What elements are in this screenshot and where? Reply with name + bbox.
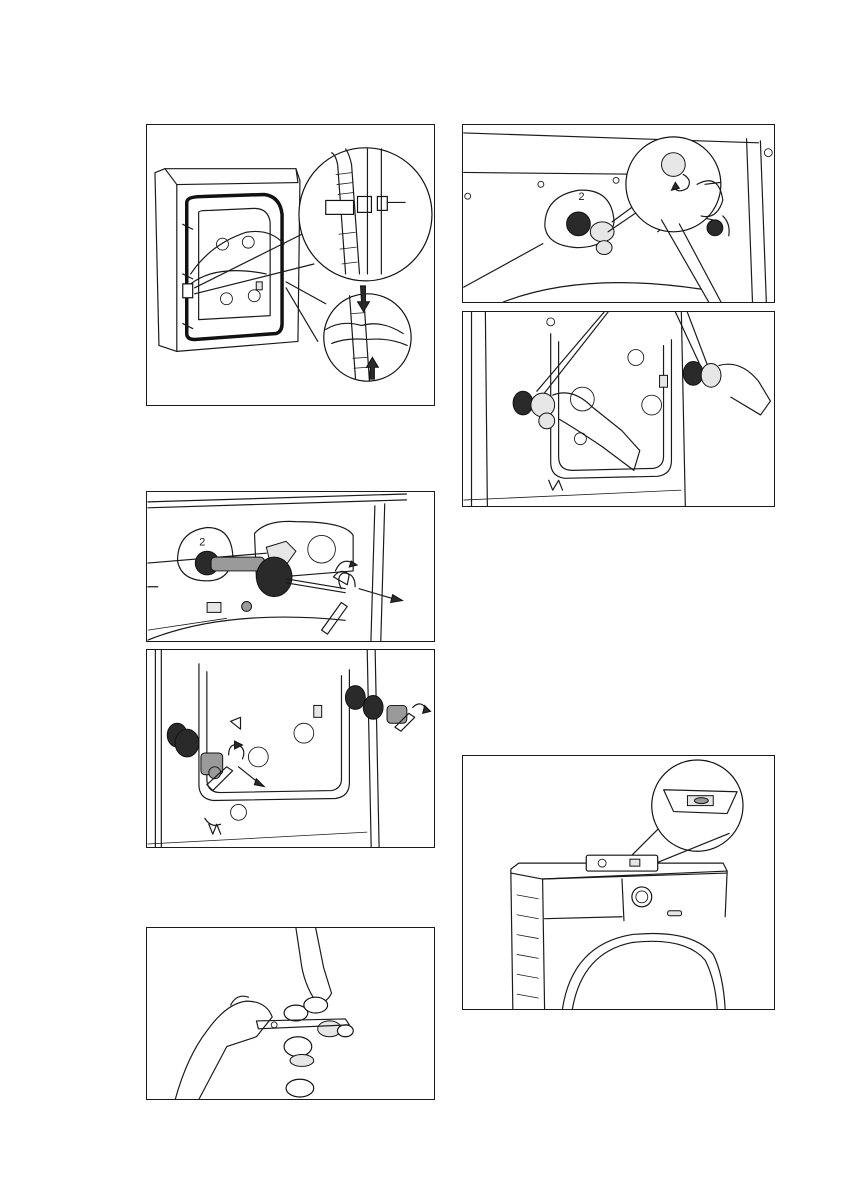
figure-remove-bolts-top: 2: [146, 491, 435, 642]
unscrew-transport-bolts-illustration: 2: [147, 492, 434, 641]
figure-spacers: [146, 927, 435, 1100]
bolt-number-label: 2: [578, 191, 584, 203]
figure-caps-top: 2: [462, 124, 775, 303]
bolt-number-label: 2: [199, 536, 205, 548]
insert-plastic-caps-back-illustration: [463, 312, 774, 506]
insert-plastic-caps-closeup-illustration: 2: [463, 125, 774, 302]
remove-transport-bolts-back-illustration: [147, 650, 434, 847]
spirit-level-on-appliance-illustration: [463, 756, 774, 1009]
figure-hose-clip: [146, 124, 435, 406]
figure-caps-back: [462, 311, 775, 507]
figure-level: [462, 755, 775, 1010]
figure-remove-bolts-back: [146, 649, 435, 848]
remove-plastic-spacers-illustration: [147, 928, 434, 1099]
remove-hose-from-clips-illustration: [147, 125, 434, 405]
